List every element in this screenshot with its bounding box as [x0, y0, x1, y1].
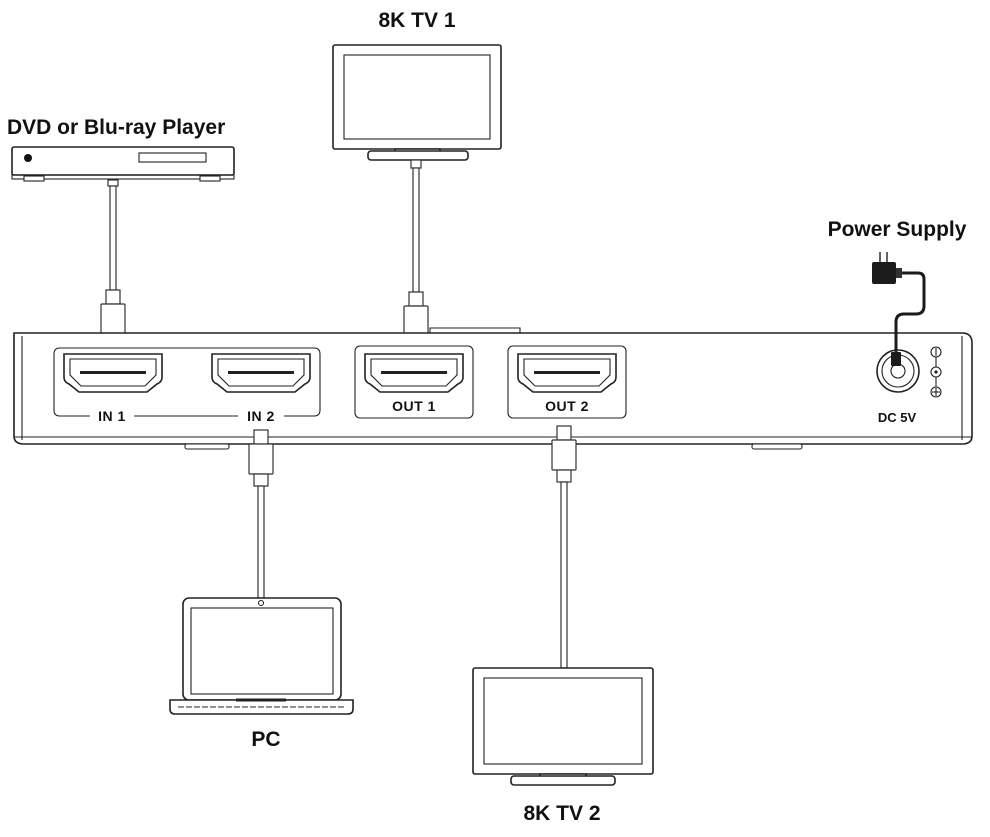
hdmi-port-out2[interactable]	[517, 353, 617, 393]
pc-label: PC	[251, 728, 280, 751]
tv2-monitor-icon	[472, 667, 654, 786]
hdmi-splitter-box	[13, 327, 973, 450]
hdmi-port-in2[interactable]	[211, 353, 311, 393]
tv1-cable	[403, 159, 429, 353]
polarity-icon	[930, 346, 942, 398]
hdmi-port-out1[interactable]	[364, 353, 464, 393]
dvd-label: DVD or Blu-ray Player	[7, 116, 225, 139]
port-label-in2: IN 2	[247, 408, 275, 424]
tv2-label: 8K TV 2	[523, 802, 600, 825]
dvd-cable	[100, 179, 126, 351]
pc-cable	[248, 429, 274, 599]
tv1-label: 8K TV 1	[378, 9, 455, 32]
tv1-monitor-icon	[332, 44, 502, 161]
out1-frame	[354, 345, 474, 419]
power-adapter-icon	[872, 252, 926, 366]
dc-label: DC 5V	[878, 410, 917, 425]
port-label-out1: OUT 1	[392, 398, 436, 414]
port-label-in1: IN 1	[98, 408, 126, 424]
tv2-cable	[551, 425, 577, 669]
hdmi-port-in1[interactable]	[63, 353, 163, 393]
laptop-icon	[169, 597, 354, 715]
out2-frame	[507, 345, 627, 419]
input-port-group	[53, 347, 321, 417]
power-label: Power Supply	[828, 218, 967, 241]
port-label-out2: OUT 2	[545, 398, 589, 414]
dvd-player-icon	[11, 146, 235, 182]
